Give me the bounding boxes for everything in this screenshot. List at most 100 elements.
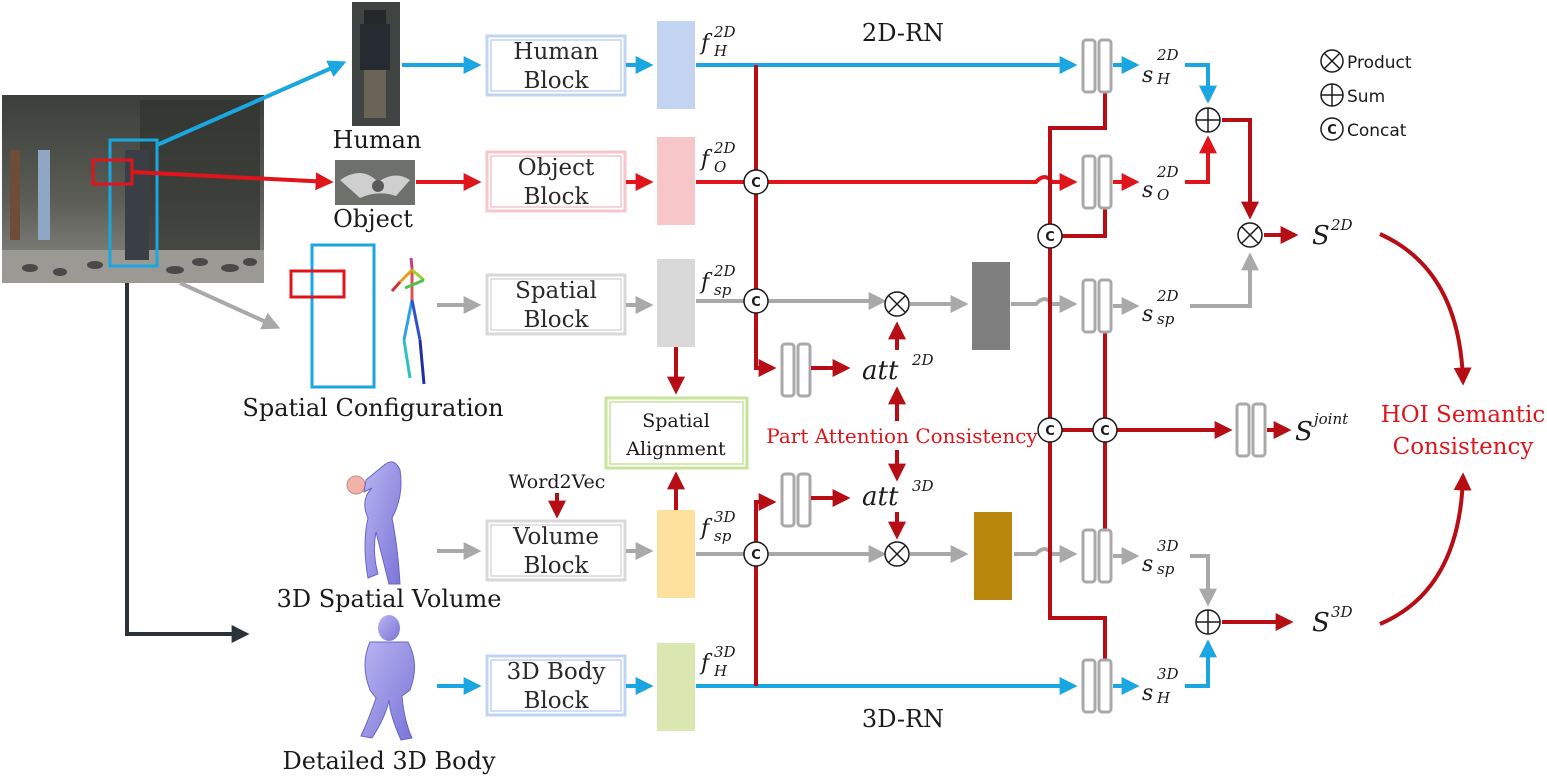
volume-block-line2: Block <box>524 553 590 579</box>
svg-text:f: f <box>699 270 713 295</box>
line-route-2d-human <box>1048 88 1107 418</box>
label-s-o-2d: s 2D O <box>1142 163 1179 204</box>
line-route-2d-object <box>1060 206 1107 238</box>
svg-text:2D: 2D <box>1156 163 1179 181</box>
svg-text:C: C <box>751 548 761 563</box>
svg-text:2D: 2D <box>713 23 736 41</box>
line-s-sp-2d-to-product <box>1190 252 1259 308</box>
label-f-h-3d: f 3D H <box>699 643 736 680</box>
label-s-h-2d: s 2D H <box>1142 46 1179 88</box>
spatial-block: Spatial Block <box>485 273 627 336</box>
svg-text:sp: sp <box>1157 310 1175 328</box>
svg-text:2D: 2D <box>1330 216 1353 234</box>
detailed-body-mesh-image <box>360 615 415 741</box>
svg-text:3D: 3D <box>1331 603 1353 621</box>
label-f-sp-3d: f 3D sp <box>699 508 736 545</box>
svg-text:C: C <box>751 176 761 191</box>
fc-block-2d <box>972 262 1010 350</box>
svg-text:3D: 3D <box>1157 665 1179 683</box>
svg-text:2D: 2D <box>1156 287 1179 305</box>
fc-att-2d <box>780 342 812 398</box>
feature-bar-spatial-3d <box>657 510 695 598</box>
legend: Product Sum C Concat <box>1320 49 1412 141</box>
classifier-human-3d <box>1081 658 1113 714</box>
arrow-photo-to-spatial <box>179 281 281 330</box>
circled-plus-icon <box>1320 83 1344 107</box>
body-block: 3D Body Block <box>485 654 627 717</box>
label-att-2d: att 2D <box>862 351 934 386</box>
feature-bar-spatial-2d <box>657 259 695 347</box>
human-crop-image <box>352 2 400 126</box>
svg-text:H: H <box>1156 689 1171 707</box>
circled-plus-icon <box>1195 609 1221 635</box>
classifier-joint <box>1235 402 1267 458</box>
object-input-label: Object <box>333 205 413 233</box>
label-s-h-3d: s 3D H <box>1142 665 1179 707</box>
spatial-volume-mesh-image <box>346 461 402 585</box>
spatial-alignment-line2: Alignment <box>625 438 726 460</box>
label-f-sp-2d: f 2D sp <box>699 262 736 299</box>
line-sum-2d-to-product <box>1222 118 1259 220</box>
label-s-sp-2d: s 2D sp <box>1142 287 1179 328</box>
svg-text:2D: 2D <box>1156 46 1179 64</box>
classifier-spatial-2d <box>1081 278 1113 334</box>
hoi-semantic-consistency-line1: HOI Semantic <box>1381 402 1546 428</box>
part-attention-consistency-label: Part Attention Consistency <box>766 424 1038 448</box>
svg-text:att: att <box>862 356 899 386</box>
feature-bar-human-2d <box>657 21 695 109</box>
spatial-alignment-block: Spatial Alignment <box>604 396 749 470</box>
svg-text:s: s <box>1142 63 1153 88</box>
body-block-line2: Block <box>524 688 590 714</box>
svg-text:sp: sp <box>714 281 732 299</box>
feature-bar-object-2d <box>657 137 695 225</box>
pose-skeleton-image <box>390 257 426 385</box>
line-concat2-to-fc2d <box>754 313 777 377</box>
svg-text:sp: sp <box>1157 560 1175 578</box>
line-s-o-2d-to-sum <box>1185 135 1217 184</box>
arrow-photo-to-object <box>131 170 334 191</box>
spatial-alignment-line1: Spatial <box>642 410 710 432</box>
circled-c-icon: C <box>743 541 769 567</box>
svg-text:f: f <box>699 31 713 56</box>
body-block-line1: 3D Body <box>507 659 606 685</box>
label-att-3d: att 3D <box>862 477 934 512</box>
classifier-spatial-3d <box>1081 528 1113 584</box>
svg-text:3D: 3D <box>714 508 736 526</box>
label-S-joint: S joint <box>1295 410 1349 447</box>
svg-text:s: s <box>1142 302 1153 327</box>
circled-c-icon: C <box>743 169 769 195</box>
branch-label-3d-rn: 3D-RN <box>862 705 944 733</box>
curve-S2d-to-consistency <box>1379 232 1472 386</box>
svg-text:S: S <box>1312 608 1330 638</box>
svg-text:H: H <box>1156 70 1171 88</box>
circled-plus-icon <box>1195 107 1221 133</box>
label-s-sp-3d: s 3D sp <box>1142 537 1179 578</box>
circled-times-icon <box>884 291 910 317</box>
object-block: Object Block <box>485 150 627 213</box>
circled-c-icon: C <box>1092 417 1118 443</box>
legend-concat-label: Concat <box>1347 121 1407 141</box>
svg-text:s: s <box>1142 552 1153 577</box>
legend-sum-label: Sum <box>1347 87 1385 107</box>
line-object-to-fc <box>768 173 1078 191</box>
svg-text:C: C <box>751 295 761 310</box>
line-s-h-2d-to-sum <box>1185 63 1217 104</box>
svg-text:C: C <box>1100 424 1110 439</box>
label-S-2d: S 2D <box>1312 216 1353 251</box>
line-fc-2d-to-classifier <box>1011 295 1078 313</box>
svg-text:sp: sp <box>714 527 732 545</box>
svg-text:H: H <box>713 662 728 680</box>
line-concat3d-to-fc3d <box>754 493 777 542</box>
detailed-body-label: Detailed 3D Body <box>282 747 496 775</box>
curve-S3d-to-consistency <box>1379 472 1472 626</box>
label-S-3d: S 3D <box>1312 603 1353 638</box>
hoi-semantic-consistency-line2: Consistency <box>1393 434 1534 460</box>
label-f-h-2d: f 2D H <box>699 23 736 60</box>
svg-text:att: att <box>862 482 899 512</box>
svg-text:f: f <box>699 651 713 676</box>
svg-text:S: S <box>1295 417 1313 447</box>
svg-text:C: C <box>1045 424 1055 439</box>
feature-bar-body-3d <box>657 643 695 731</box>
svg-text:C: C <box>1327 123 1337 138</box>
